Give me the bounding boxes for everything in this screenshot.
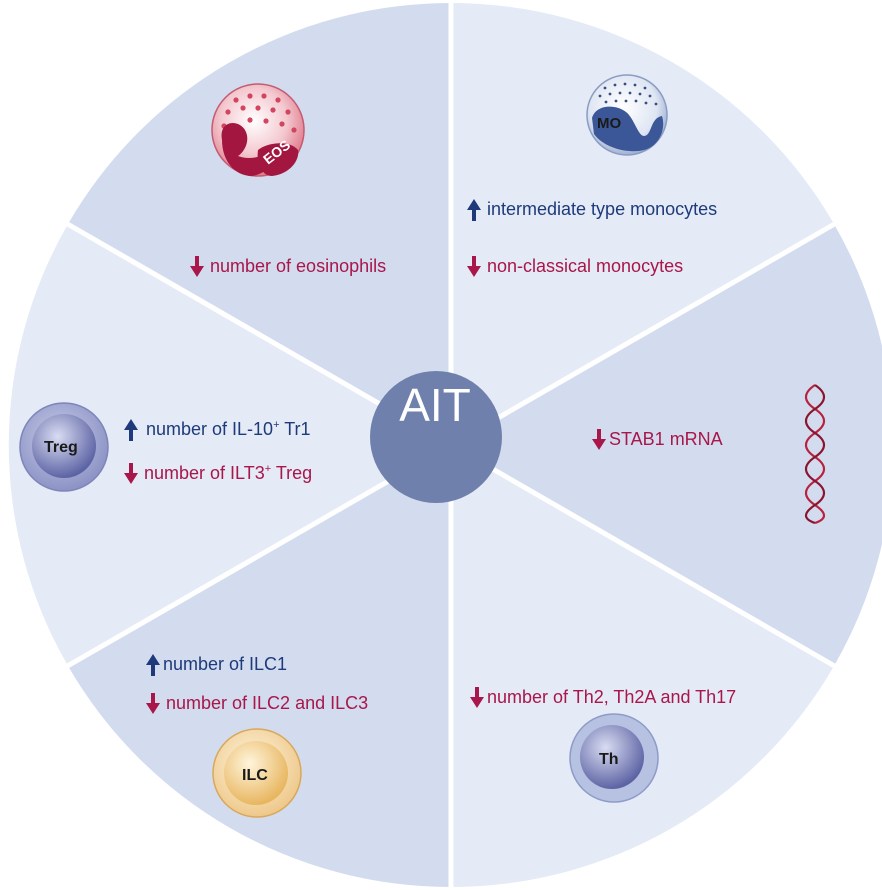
arrow-down-icon — [124, 463, 138, 485]
segment-stab1 — [451, 224, 882, 666]
arrow-up-icon — [146, 654, 160, 677]
monocytes-item-1: intermediate type monocytes — [467, 198, 718, 222]
ilc-cell-label: ILC — [242, 767, 268, 784]
monocytes-item-2-text: non-classical monocytes — [487, 256, 684, 276]
arrow-down-icon — [146, 693, 160, 715]
segment-eosinophils — [68, 2, 451, 446]
arrow-up-icon — [124, 419, 138, 442]
segment-ilc — [68, 445, 451, 888]
treg-item-2-sup: + — [264, 463, 272, 475]
treg-item-2-text-before: number of ILT3 — [144, 463, 265, 483]
treg-item-1-text-after: Tr1 — [279, 419, 311, 439]
stab1-item-1-text: STAB1 mRNA — [609, 429, 723, 449]
arrow-down-icon — [467, 256, 481, 278]
eosinophils-item-1: number of eosinophils — [190, 255, 386, 278]
arrow-up-icon — [467, 199, 481, 222]
t-helper-cell-icon: Th — [569, 713, 659, 803]
treg-item-1-sup: + — [273, 419, 280, 431]
center-label: AIT — [399, 379, 471, 431]
ilc-item-1-text: number of ILC1 — [163, 654, 288, 674]
th-item-1: number of Th2, Th2A and Th17 — [470, 686, 736, 709]
segment-th — [451, 445, 834, 888]
treg-item-2-text-after: Treg — [271, 463, 313, 483]
treg-cell-label: Treg — [44, 439, 78, 456]
stab1-item-1: STAB1 mRNA — [592, 428, 723, 451]
treg-item-1-text-before: number of IL-10 — [146, 419, 274, 439]
center-circle — [370, 371, 502, 503]
treg-cell-icon: Treg — [19, 402, 109, 492]
eosinophil-cell-icon: EOS — [211, 83, 305, 177]
arrow-down-icon — [470, 687, 484, 709]
mo-cell-label: MO — [597, 115, 621, 132]
monocyte-cell-icon: MO — [586, 74, 668, 156]
monocytes-item-2: non-classical monocytes — [467, 255, 683, 278]
th-cell-label: Th — [599, 751, 619, 768]
ilc-item-2: number of ILC2 and ILC3 — [146, 692, 368, 715]
th-item-1-text: number of Th2, Th2A and Th17 — [487, 687, 737, 707]
segment-monocytes — [451, 2, 834, 445]
segment-treg — [8, 224, 451, 666]
monocytes-item-1-text: intermediate type monocytes — [487, 199, 718, 219]
mrna-strand-icon — [804, 384, 826, 525]
treg-item-1: number of IL-10+ Tr1 — [124, 418, 311, 442]
arrow-down-icon — [592, 429, 606, 451]
ilc-item-2-text: number of ILC2 and ILC3 — [166, 693, 369, 713]
ilc-cell-icon: ILC — [212, 728, 302, 818]
treg-item-2: number of ILT3+ Treg — [124, 462, 312, 485]
eosinophils-item-1-text: number of eosinophils — [210, 256, 387, 276]
arrow-down-icon — [190, 256, 204, 278]
ilc-item-1: number of ILC1 — [146, 653, 288, 677]
